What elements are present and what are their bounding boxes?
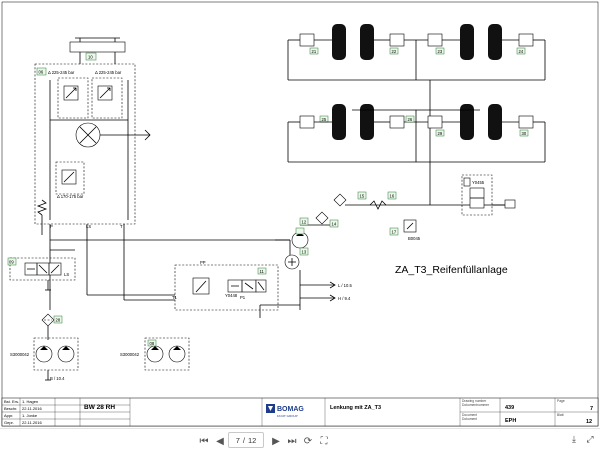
port-bottom-label: B / 10.4 [50,376,65,381]
tag-wheel-br: 30 [522,131,527,136]
port-p1-label: P1 [240,295,246,300]
tb-sheet-title: Lenkung mit ZA_T3 [330,405,381,411]
first-page-icon[interactable]: ⏮ [199,435,209,447]
port-ls-label: LS [86,224,91,229]
tag-t16: 16 [390,194,395,199]
wheel-set-rear: 25 26 29 30 [287,104,546,163]
tag-wheel-tl2: 21 [312,49,317,54]
tag-wheel-bl2: 23 [438,49,443,54]
rotate-icon[interactable]: ⟳ [303,435,313,447]
top-cylinder-block: 10 [69,37,126,64]
drawing-frame [1,1,599,427]
tag-wheel-tl: 25 [322,117,327,122]
prev-page-icon[interactable]: ◀ [216,435,224,447]
tire-rear-3 [460,104,474,140]
svg-text:LS: LS [64,272,69,277]
tb-brand-sub: FAYAT GROUP [277,414,298,418]
tag-t15: 15 [360,194,365,199]
main-valve-block: 06 Δ 225-245 bar Δ 225-245 bar Δ 170-175… [34,63,151,235]
tag-top-block: 10 [88,55,93,60]
tb-page-label-2: Blatt [557,413,564,417]
current-page: 7 [235,435,240,445]
pump-group-right: S3000042 08 [120,337,190,371]
tag-wheel-tr2: 22 [392,49,397,54]
tire-rear-4 [488,104,502,140]
port-out-l-label: L / 10.5 [338,283,352,288]
motor-label-1: S3000042 [10,352,30,357]
tire-front-4 [488,24,502,60]
tb-col-label-2: Beschr. [4,406,17,411]
tb-doc-label-2: Dokumentnummer [462,403,490,407]
fit-page-icon[interactable]: ⛶ [320,435,328,447]
tag-rel-valve: 28 [56,318,61,323]
tag-wheel-bl: 29 [438,131,443,136]
title-block: Bst. Ers. Beschr. Appr. Gepr. 1. Hagen 2… [1,397,599,427]
tb-brand: BOMAG [277,406,304,413]
fullscreen-icon[interactable]: ⤢ [586,433,594,444]
pressure-sensor: 17 B0045 [389,219,421,241]
tag-t14: 14 [332,222,337,227]
hydraulic-schematic-sheet: 10 06 Δ 225-245 bar Δ 225-245 bar Δ 170-… [1,1,599,427]
tag-big-block: 06 [39,70,44,75]
tb-col-label-3: Appr. [4,413,13,418]
tire-rear-1 [332,104,346,140]
tb-doc-label-4: Dokument [462,417,477,421]
viewer-toolbar: ⏮ ◀ 7 / 12 ▶ ⏭ ⟳ ⛶ ⤓ ⤢ [0,428,600,458]
center-valve-block: PP T1 P1 Y0448 11 [172,260,279,311]
tb-doc-label-1: Drawing number [462,399,487,403]
left-directional-valve: 09 LS [7,257,76,291]
next-page-icon[interactable]: ▶ [272,435,280,447]
tb-page-value: 7 [590,406,593,412]
tb-page-label: Page [557,399,565,403]
port-out-h-label: H / 9.4 [338,296,351,301]
tire-front-1 [332,24,346,60]
pressure-pump-center: 12 13 14 15 16 [284,191,397,270]
tb-row1-label: 1. Hagen [22,399,38,404]
last-page-icon[interactable]: ⏭ [287,435,297,447]
pressure-label-3: Δ 170-175 bar [57,194,84,199]
tag-t11: 11 [260,269,265,274]
hydraulic-lines [49,80,510,318]
tag-t17: 17 [392,230,397,235]
page-separator: / [242,435,245,445]
tb-row2-label: 1. Jonke [22,413,38,418]
port-t-label: T [120,224,123,229]
tire-front-3 [460,24,474,60]
solenoid-label-y0448: Y0448 [225,293,238,298]
tag-wheel-tr: 26 [408,117,413,122]
tire-front-2 [360,24,374,60]
tire-rear-2 [360,104,374,140]
page-indicator[interactable]: 7 / 12 [228,432,264,448]
pump-group-left: S3000042 B / 10.4 [10,337,79,381]
tb-col-label-1: Bst. Ers. [4,399,19,404]
tb-doc-number: 439 [505,405,514,411]
tb-pages-value: 12 [586,419,592,425]
motor-label-2: S3000042 [120,352,140,357]
port-p-label: P [50,224,53,229]
solenoid-label-y0455: Y0455 [472,180,485,185]
diagram-title: ZA_T3_Reifenfüllanlage [395,264,508,276]
tag-t12: 12 [302,220,307,225]
tb-row1-date: 22.11.2016 [22,406,42,411]
tire-fill-valve: Y0455 [461,174,516,216]
tb-doc-code: EPH [505,418,516,424]
tag-selector: 13 [302,250,307,255]
pressure-label-2: Δ 225-245 bar [95,70,122,75]
tb-model: BW 28 RH [84,404,115,411]
tb-col-label-4: Gepr. [4,420,14,425]
tb-doc-label-3: Document [462,413,477,417]
sensor-label-b0045: B0045 [408,236,421,241]
tag-pump-right: 08 [150,341,155,346]
wheel-set-front: 21 22 23 24 [287,24,546,81]
port-t1-label: T1 [172,295,178,300]
filter-valve: 28 [41,313,63,340]
svg-text:PP: PP [200,260,206,265]
tag-wheel-br2: 24 [519,49,524,54]
pressure-label-1: Δ 225-245 bar [48,70,75,75]
tag-stick: 09 [9,260,14,265]
download-icon[interactable]: ⤓ [572,433,576,444]
tb-row2-date: 22.11.2016 [22,420,42,425]
total-pages: 12 [247,435,257,445]
